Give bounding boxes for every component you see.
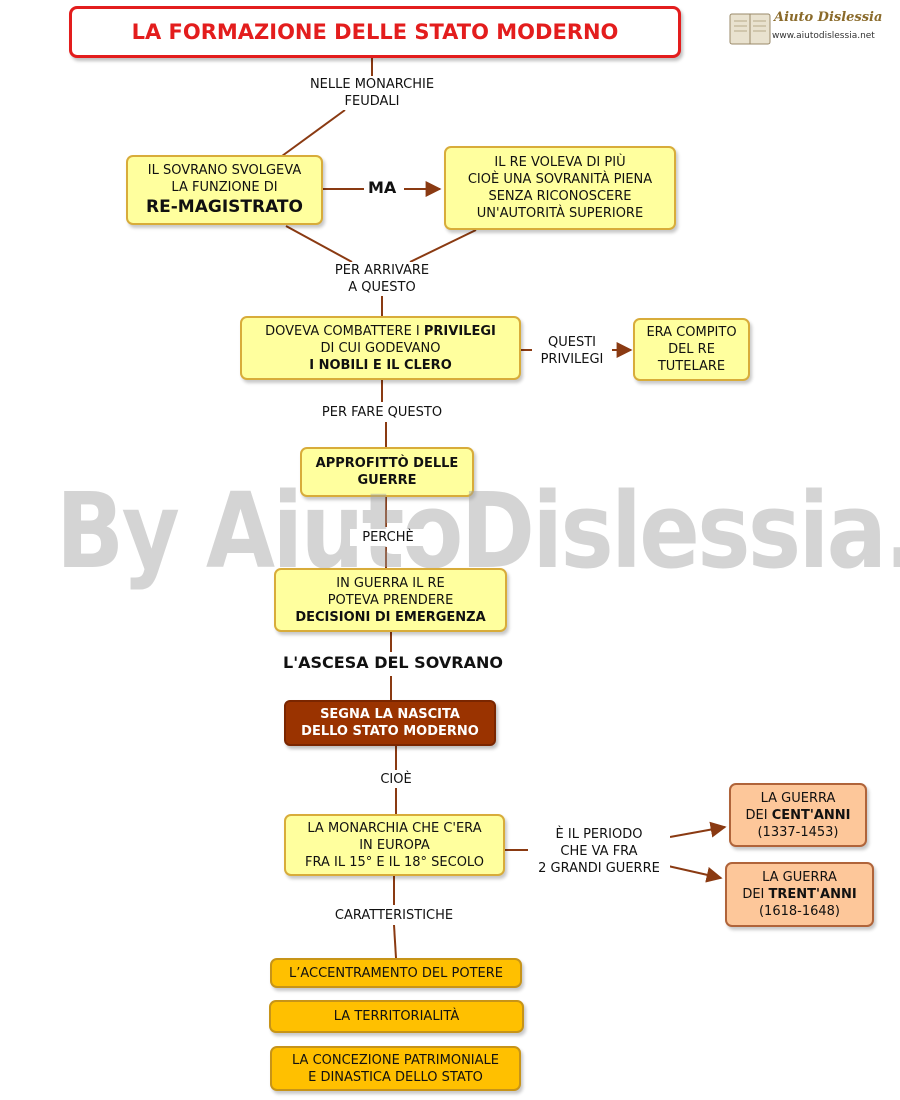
connector-sovrano-arrivare	[285, 225, 353, 263]
box-compito-re: ERA COMPITO DEL RE TUTELARE	[633, 318, 750, 381]
label-per-arrivare: PER ARRIVARE A QUESTO	[312, 262, 452, 296]
box-approfitto: APPROFITTÒ DELLE GUERRE	[300, 447, 474, 497]
box-guerra-re: IN GUERRA IL RE POTEVA PRENDERE DECISION…	[274, 568, 507, 632]
label-cioe: CIOÈ	[366, 771, 426, 788]
label-questi-privilegi: QUESTI PRIVILEGI	[532, 334, 612, 368]
box-guerra-trentanni: LA GUERRA DEI TRENT'ANNI (1618-1648)	[725, 862, 874, 927]
label-per-fare-questo: PER FARE QUESTO	[302, 404, 462, 421]
box-nascita-stato: SEGNA LA NASCITA DELLO STATO MODERNO	[284, 700, 496, 746]
label-ascesa-sovrano: L'ASCESA DEL SOVRANO	[262, 652, 524, 674]
page-title: LA FORMAZIONE DELLE STATO MODERNO	[69, 6, 681, 58]
box-sovrano: IL SOVRANO SVOLGEVA LA FUNZIONE DI RE-MA…	[126, 155, 323, 225]
connector-re-arrivare	[409, 229, 477, 263]
box-re-voleva: IL RE VOLEVA DI PIÙ CIOÈ UNA SOVRANITÀ P…	[444, 146, 676, 230]
box-concezione: LA CONCEZIONE PATRIMONIALE E DINASTICA D…	[270, 1046, 521, 1091]
label-periodo: È IL PERIODO CHE VA FRA 2 GRANDI GUERRE	[528, 826, 670, 877]
arrow-periodo-centanni	[669, 821, 727, 838]
logo-url: www.aiutodislessia.net	[772, 31, 875, 41]
arrow-periodo-trentanni	[667, 865, 723, 883]
box-accentramento: L’ACCENTRAMENTO DEL POTERE	[270, 958, 522, 988]
label-caratteristiche: CARATTERISTICHE	[310, 907, 478, 924]
label-perche: PERCHÈ	[350, 529, 426, 546]
box-monarchia-europa: LA MONARCHIA CHE C'ERA IN EUROPA FRA IL …	[284, 814, 505, 876]
box-territorialita: LA TERRITORIALITÀ	[269, 1000, 524, 1033]
box-guerra-centanni: LA GUERRA DEI CENT'ANNI (1337-1453)	[729, 783, 867, 847]
logo-name: Aiuto Dislessia	[774, 10, 883, 25]
logo-book-icon	[729, 13, 771, 45]
label-nelle-monarchie: NELLE MONARCHIE FEUDALI	[292, 76, 452, 110]
box-combattere: DOVEVA COMBATTERE I PRIVILEGI DI CUI GOD…	[240, 316, 521, 380]
connector-feudali-sovrano	[281, 109, 346, 157]
connector-caratteristiche-accentramento	[393, 924, 397, 959]
label-ma: MA	[368, 178, 397, 197]
